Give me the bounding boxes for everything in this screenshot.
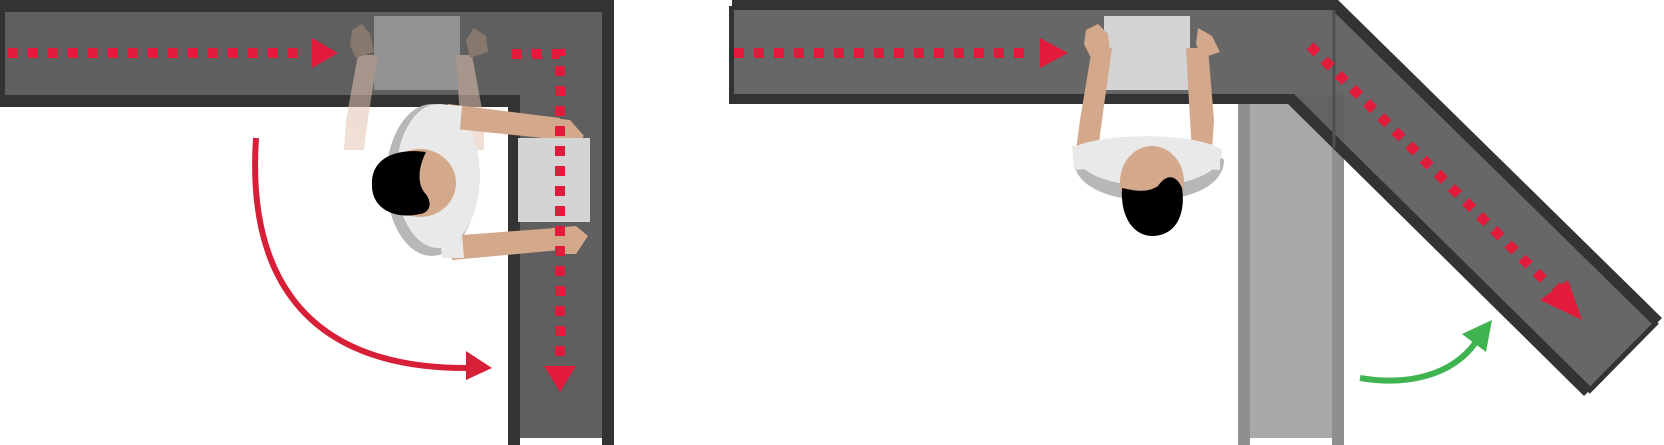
conveyor-outer-rail-vertical: [602, 0, 614, 445]
flow-arrow-corner-dots: [512, 49, 565, 360]
flow-arrow-diagonal-dots: [1306, 42, 1552, 288]
conveyor-left-end-cap: [0, 8, 5, 100]
flow-arrow-corner: [512, 49, 576, 392]
operator-forward: [1072, 24, 1224, 236]
conveyor-horizontal-belt: [0, 8, 608, 100]
flow-arrow-corner-head: [544, 366, 576, 392]
scene-angled-conveyor: [729, 0, 1662, 445]
ghost-side-belt: [1238, 95, 1344, 445]
ghost-left-hand: [350, 24, 374, 58]
operator-right-arm: [1186, 48, 1214, 150]
flow-arrow-horizontal-head: [312, 38, 338, 68]
operator-twisting: [371, 104, 588, 260]
operator-left-hand: [1084, 24, 1110, 56]
conveyor-inner-rail-vertical: [508, 95, 520, 445]
rotation-arrow-easy-curve: [1359, 340, 1479, 384]
operator-hair: [1121, 177, 1183, 236]
rotation-arrow-easy: [1359, 320, 1492, 384]
angled-conveyor: [729, 0, 1662, 396]
operator-hair: [371, 151, 430, 216]
ghost-side-belt-left-rail: [1238, 95, 1250, 445]
rotation-arrow-easy-head: [1462, 320, 1492, 352]
operator-left-arm: [1076, 48, 1112, 150]
box-on-side-conveyor: [518, 138, 590, 222]
rotation-arrow-awkward-head: [466, 351, 492, 380]
ghost-right-hand: [466, 28, 488, 58]
rotation-arrow-awkward: [252, 137, 492, 380]
ghost-side-belt-right-rail: [1332, 95, 1344, 445]
angled-conveyor-left-cap: [729, 6, 734, 104]
conveyor-inner-rail-horizontal: [0, 95, 520, 107]
operator-sleeve-right: [1194, 146, 1220, 170]
flow-arrow-horizontal: [8, 38, 338, 68]
conveyor-bottom-gap: [520, 438, 602, 445]
ghost-pose: [344, 16, 488, 150]
operator-sleeve-top: [438, 104, 462, 130]
flow-arrow-straight-head: [1040, 38, 1068, 68]
scene-right-angle-conveyor: [0, 0, 614, 445]
ghost-side-belt-bottom-gap: [1250, 438, 1332, 445]
operator-upper-arm: [446, 104, 562, 140]
flow-arrow-straight: [734, 38, 1068, 68]
rotation-arrow-awkward-curve: [252, 137, 467, 371]
flow-arrow-diagonal: [1306, 42, 1582, 320]
operator-right-hand: [1196, 28, 1220, 58]
operator-sleeve-left: [1072, 144, 1098, 170]
box-on-angled-conveyor: [1104, 16, 1190, 90]
l-conveyor: [0, 0, 614, 445]
conveyor-top-rail: [0, 0, 614, 12]
flow-arrow-diagonal-head-main: [1540, 280, 1582, 320]
operator-sleeve-bottom: [440, 234, 464, 258]
ghost-side-belt-surface: [1238, 95, 1344, 445]
ghost-box: [374, 16, 460, 90]
angled-conveyor-end-cap: [1586, 320, 1659, 394]
ghost-left-arm: [344, 55, 378, 150]
operator-lower-arm: [448, 228, 560, 260]
